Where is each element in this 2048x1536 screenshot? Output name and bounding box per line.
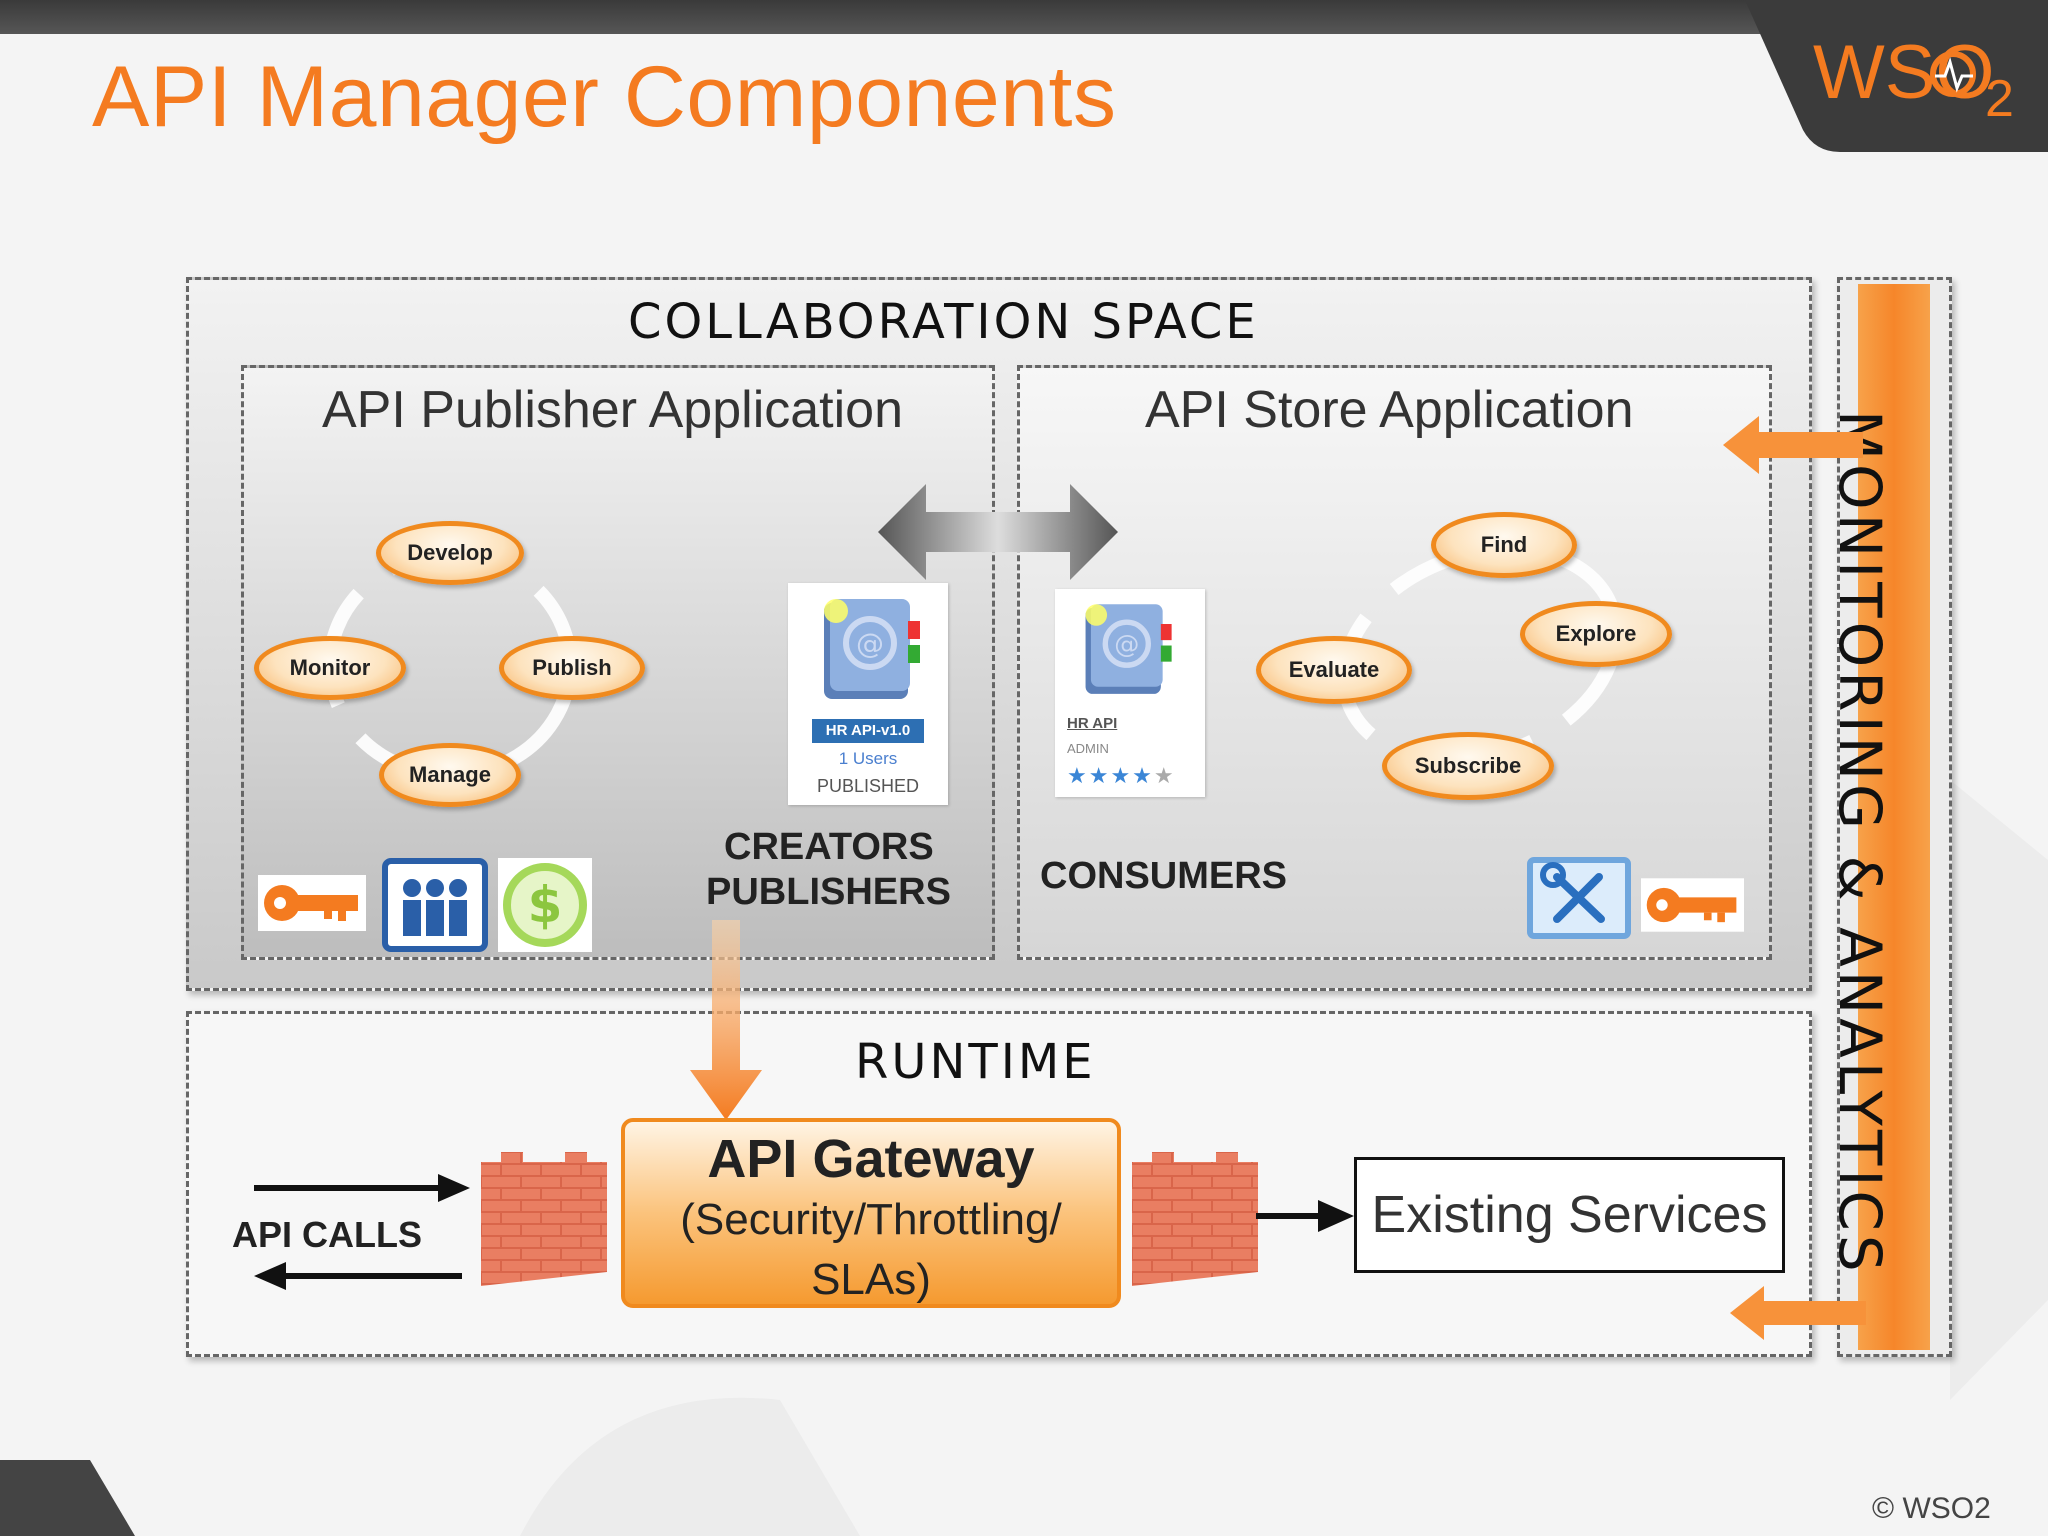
store-api-owner: ADMIN (1067, 741, 1109, 756)
address-book-icon: @ (1085, 604, 1172, 694)
runtime-title: RUNTIME (855, 1034, 1096, 1090)
publish-to-gateway-arrow (690, 920, 762, 1120)
cycle-monitor: Monitor (254, 636, 406, 700)
cycle-evaluate: Evaluate (1256, 636, 1412, 704)
tools-icon (1527, 857, 1631, 939)
gateway-to-services-arrow (1256, 1200, 1354, 1232)
cycle-subscribe: Subscribe (1382, 732, 1554, 800)
api-status: PUBLISHED (816, 776, 920, 796)
svg-text:@: @ (856, 627, 884, 660)
gateway-subtitle-1: (Security/Throttling/ (680, 1195, 1062, 1244)
collaboration-space-title: COLLABORATION SPACE (628, 294, 1259, 350)
role-publishers: PUBLISHERS (706, 871, 951, 913)
users-icon (382, 858, 488, 952)
wso2-logo: WSO 2 (1745, 0, 2048, 152)
role-creators: CREATORS (724, 826, 934, 868)
svg-text:$: $ (528, 876, 563, 934)
key-icon (1641, 878, 1744, 932)
monitoring-title: MONITORING & ANALYTICS (1826, 410, 1894, 1276)
role-consumers: CONSUMERS (1040, 855, 1288, 897)
address-book-icon: @ (824, 599, 920, 699)
api-version-badge: HR API-v1.0 (812, 719, 924, 743)
firewall-icon (1132, 1152, 1258, 1286)
logo-text: WSO (1813, 30, 1995, 115)
cycle-manage: Manage (379, 743, 521, 807)
copyright: © WSO2 (1872, 1492, 1991, 1525)
key-icon (258, 875, 366, 931)
top-bar (0, 0, 2048, 34)
cycle-explore: Explore (1520, 601, 1672, 667)
publisher-title: API Publisher Application (322, 381, 904, 439)
gateway-title: API Gateway (707, 1129, 1035, 1189)
firewall-icon (481, 1152, 607, 1286)
monitoring-bar (1858, 284, 1930, 1350)
store-title: API Store Application (1145, 381, 1634, 439)
bidirectional-arrow (878, 484, 1118, 580)
published-api-card: @ HR API-v1.0 1 Users PUBLISHED (788, 583, 948, 805)
api-users-count: 1 Users (838, 749, 898, 768)
logo-subscript: 2 (1985, 70, 2014, 128)
dollar-icon: $ (498, 858, 592, 952)
monitoring-to-runtime-arrow (1730, 1286, 1866, 1340)
api-gateway: API Gateway (Security/Throttling/ SLAs) (621, 1118, 1121, 1308)
cycle-find: Find (1431, 512, 1577, 578)
api-calls-label: API CALLS (232, 1214, 423, 1255)
rating-star-empty: ★ (1153, 763, 1176, 788)
store-api-card: @ HR API ADMIN ★★★★★ (1055, 589, 1205, 797)
cycle-develop: Develop (376, 521, 524, 585)
gateway-subtitle-2: SLAs) (811, 1255, 931, 1304)
slide-title: API Manager Components (92, 49, 1117, 145)
cycle-publish: Publish (499, 636, 645, 700)
store-api-name: HR API (1067, 715, 1118, 732)
rating-star-filled: ★★★★ (1067, 763, 1154, 788)
api-calls-arrows (254, 1174, 470, 1290)
store-api-rating: ★★★★★ (1067, 763, 1176, 789)
monitoring-to-store-arrow (1723, 416, 1863, 474)
existing-services-box: Existing Services (1354, 1157, 1785, 1273)
svg-text:@: @ (1114, 630, 1139, 659)
